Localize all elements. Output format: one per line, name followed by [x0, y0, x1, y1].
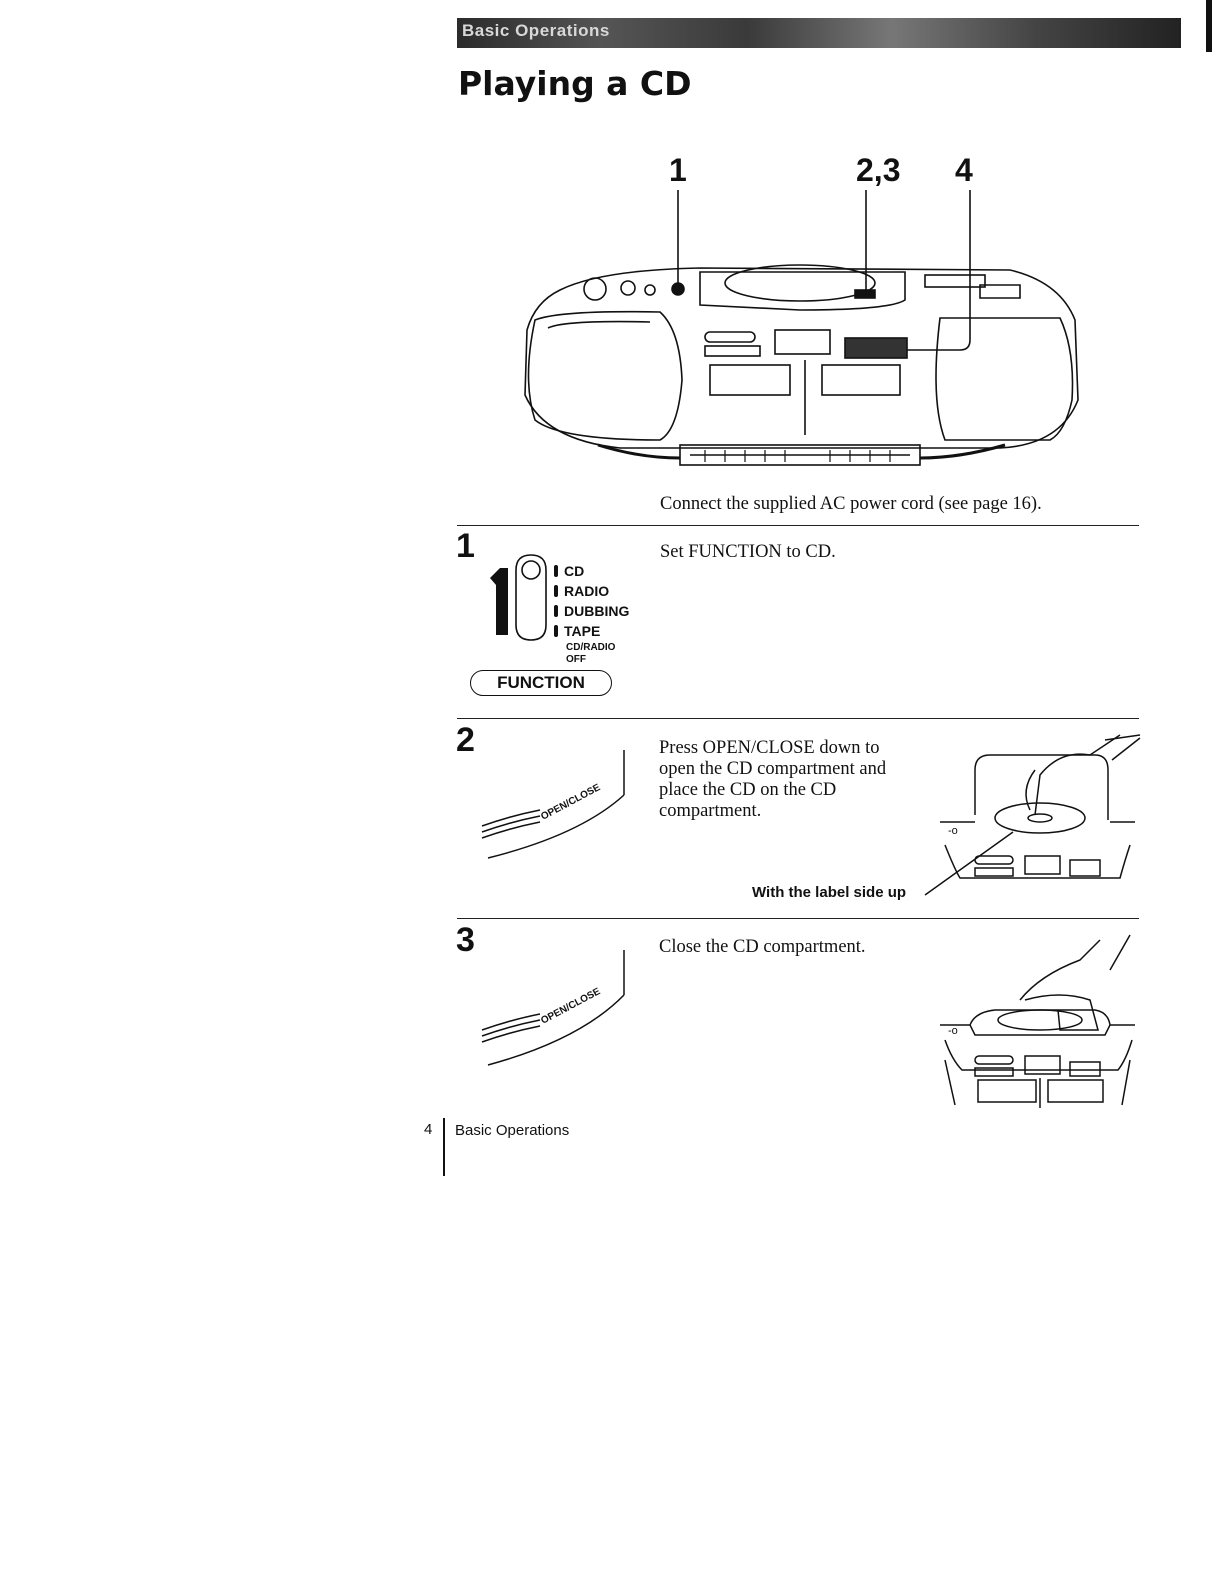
step-1-text: Set FUNCTION to CD. [660, 542, 836, 562]
footer-page-number: 4 [424, 1121, 433, 1138]
function-sub-off: OFF [566, 654, 586, 665]
callout-4: 4 [955, 152, 973, 188]
divider-step-3 [457, 918, 1139, 919]
function-option-cd: CD [564, 563, 585, 579]
step-2-text-line-3: place the CD on the CD [659, 780, 837, 800]
step-2-text-line-4: compartment. [659, 801, 762, 821]
section-header-band [457, 18, 1181, 48]
divider-step-2 [457, 718, 1139, 719]
function-option-radio: RADIO [564, 583, 610, 599]
label-side-caption: With the label side up [752, 884, 907, 901]
function-option-tape: TAPE [564, 623, 601, 639]
callout-2-3: 2,3 [856, 152, 901, 188]
step-3-text: Close the CD compartment. [659, 937, 866, 957]
step-2-text-line-2: open the CD compartment and [659, 759, 887, 779]
callout-1: 1 [669, 152, 687, 188]
function-sub-cd-radio: CD/RADIO [566, 642, 616, 653]
corner-mark [1206, 0, 1212, 52]
footer-divider [443, 1118, 445, 1176]
page-title: Playing a CD [458, 64, 692, 103]
footer-section: Basic Operations [455, 1122, 570, 1139]
cd-compartment-mark-step-3: -o [948, 1025, 958, 1037]
intro-text: Connect the supplied AC power cord (see … [660, 494, 1042, 514]
cd-compartment-mark: -o [948, 825, 958, 837]
step-2-text-line-1: Press OPEN/CLOSE down to [659, 738, 880, 758]
function-option-dubbing: DUBBING [564, 603, 630, 619]
step-1-number: 1 [456, 527, 475, 565]
function-button-label: FUNCTION [470, 670, 612, 696]
step-3-number: 3 [456, 921, 475, 959]
step-2-number: 2 [456, 721, 475, 759]
section-header-text: Basic Operations [462, 21, 610, 40]
divider-step-1 [457, 525, 1139, 526]
